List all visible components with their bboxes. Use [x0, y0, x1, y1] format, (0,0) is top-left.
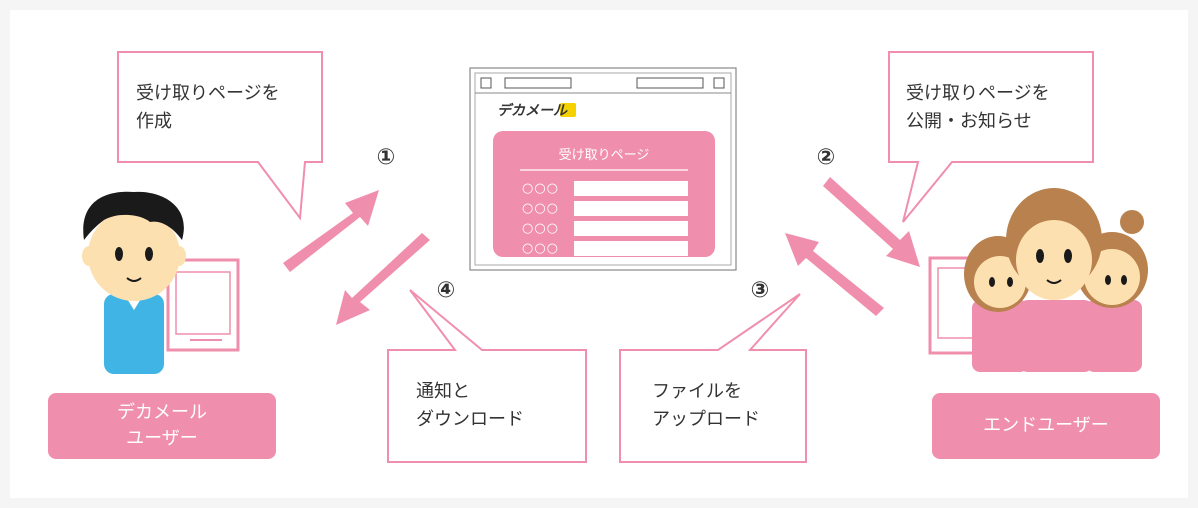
bubble-upload-text: ファイルを アップロード — [652, 381, 760, 430]
bubble-create-text: 受け取りページを 作成 — [136, 83, 280, 132]
step-number-3: ③ — [750, 278, 770, 303]
step-number-1: ① — [376, 145, 396, 170]
step-number-4: ④ — [436, 278, 456, 303]
bubble-download-shape — [387, 289, 587, 463]
left-computer — [166, 258, 240, 352]
browser-window — [469, 67, 737, 271]
bubble-create-shape — [117, 51, 323, 221]
browser-page-title: 受け取りページ — [558, 148, 650, 163]
arrow-step3 — [785, 233, 884, 316]
browser-brand-logo: デカメール — [497, 103, 567, 119]
arrow-step1 — [283, 190, 379, 272]
right-users — [964, 188, 1148, 372]
browser-row-label-4: ○○○ — [522, 241, 560, 256]
bubble-upload-shape — [619, 293, 807, 463]
step-number-2: ② — [816, 145, 836, 170]
left-user — [82, 191, 186, 374]
label-decamail-user: デカメール ユーザー — [48, 393, 276, 459]
bubble-download-text: 通知と ダウンロード — [416, 381, 524, 430]
browser-row-label-1: ○○○ — [522, 181, 560, 196]
browser-row-label-2: ○○○ — [522, 201, 560, 216]
arrow-step4 — [336, 233, 430, 325]
bubble-publish-shape — [888, 51, 1094, 223]
arrow-step2 — [823, 177, 920, 267]
bubble-publish-text: 受け取りページを 公開・お知らせ — [906, 83, 1050, 132]
label-end-user: エンドユーザー — [932, 393, 1160, 459]
browser-row-label-3: ○○○ — [522, 221, 560, 236]
